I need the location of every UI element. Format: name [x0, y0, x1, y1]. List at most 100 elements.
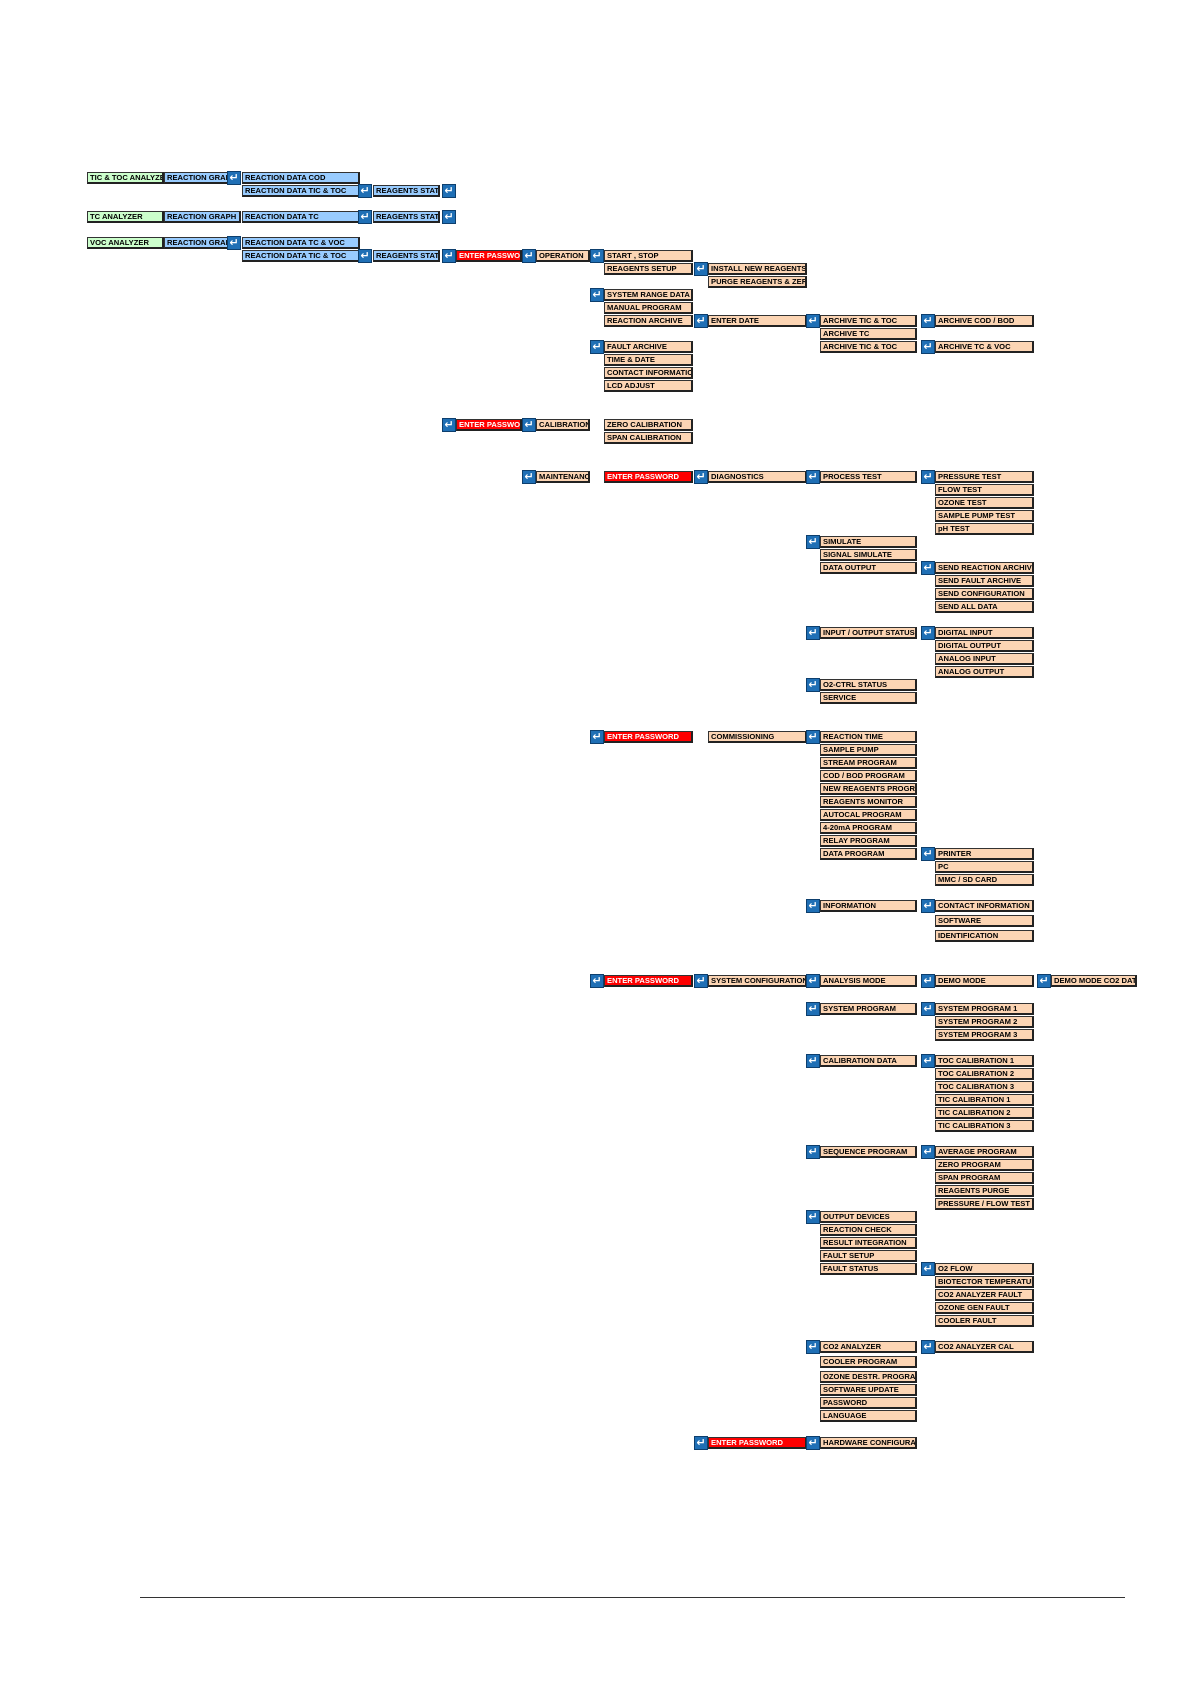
menu-box-reaction-data-tic-toc: REACTION DATA TIC & TOC [242, 250, 360, 262]
menu-box-tic-calibration-1: TIC CALIBRATION 1 [935, 1094, 1034, 1106]
menu-box-password: PASSWORD [820, 1397, 917, 1409]
enter-key-icon: ↵ [590, 730, 604, 744]
menu-box-stream-program: STREAM PROGRAM [820, 757, 917, 769]
enter-key-icon: ↵ [921, 1145, 935, 1159]
menu-box-contact-information: CONTACT INFORMATION [935, 900, 1034, 912]
menu-box-ph-test: pH TEST [935, 523, 1034, 535]
menu-box-reaction-data-tc-voc: REACTION DATA TC & VOC [242, 237, 360, 249]
enter-key-icon: ↵ [806, 535, 820, 549]
menu-box-reaction-time: REACTION TIME [820, 731, 917, 743]
menu-box-analysis-mode: ANALYSIS MODE [820, 975, 917, 987]
menu-box-reagents-status: REAGENTS STATUS [373, 211, 440, 223]
menu-box-tic-calibration-2: TIC CALIBRATION 2 [935, 1107, 1034, 1119]
menu-box-sample-pump-test: SAMPLE PUMP TEST [935, 510, 1034, 522]
menu-box-contact-information: CONTACT INFORMATION [604, 367, 693, 379]
menu-box-send-fault-archive: SEND FAULT ARCHIVE [935, 575, 1034, 587]
menu-box-digital-output: DIGITAL OUTPUT [935, 640, 1034, 652]
enter-key-icon: ↵ [522, 470, 536, 484]
enter-key-icon: ↵ [227, 236, 241, 250]
menu-box-voc-analyzer: VOC ANALYZER [87, 237, 164, 249]
menu-box-archive-tic-toc: ARCHIVE TIC & TOC [820, 341, 917, 353]
menu-box-biotector-temperature: BIOTECTOR TEMPERATURE [935, 1276, 1034, 1288]
menu-box-analog-output: ANALOG OUTPUT [935, 666, 1034, 678]
menu-box-time-date: TIME & DATE [604, 354, 693, 366]
menu-box-language: LANGUAGE [820, 1410, 917, 1422]
enter-key-icon: ↵ [358, 249, 372, 263]
menu-box-tic-toc-analyzer: TIC & TOC ANALYZER [87, 172, 164, 184]
enter-key-icon: ↵ [442, 210, 456, 224]
menu-box-system-program-2: SYSTEM PROGRAM 2 [935, 1016, 1034, 1028]
menu-box-enter-password: ENTER PASSWORD [456, 250, 522, 262]
menu-box-software: SOFTWARE [935, 915, 1034, 927]
enter-key-icon: ↵ [806, 1210, 820, 1224]
menu-box-mmc-sd-card: MMC / SD CARD [935, 874, 1034, 886]
menu-box-cooler-program: COOLER PROGRAM [820, 1356, 917, 1368]
menu-box-zero-program: ZERO PROGRAM [935, 1159, 1034, 1171]
menu-box-digital-input: DIGITAL INPUT [935, 627, 1034, 639]
menu-box-toc-calibration-3: TOC CALIBRATION 3 [935, 1081, 1034, 1093]
menu-box-tic-calibration-3: TIC CALIBRATION 3 [935, 1120, 1034, 1132]
enter-key-icon: ↵ [442, 184, 456, 198]
enter-key-icon: ↵ [921, 847, 935, 861]
menu-box-reaction-data-cod: REACTION DATA COD [242, 172, 360, 184]
enter-key-icon: ↵ [806, 470, 820, 484]
enter-key-icon: ↵ [694, 974, 708, 988]
menu-box-purge-reagents-zero: PURGE REAGENTS & ZERO [708, 276, 807, 288]
enter-key-icon: ↵ [806, 1340, 820, 1354]
enter-key-icon: ↵ [806, 1002, 820, 1016]
enter-key-icon: ↵ [590, 288, 604, 302]
enter-key-icon: ↵ [806, 314, 820, 328]
menu-box-process-test: PROCESS TEST [820, 471, 917, 483]
enter-key-icon: ↵ [442, 418, 456, 432]
menu-box-analog-input: ANALOG INPUT [935, 653, 1034, 665]
enter-key-icon: ↵ [442, 249, 456, 263]
menu-box-tc-analyzer: TC ANALYZER [87, 211, 164, 223]
menu-box-output-devices: OUTPUT DEVICES [820, 1211, 917, 1223]
menu-box-data-program: DATA PROGRAM [820, 848, 917, 860]
menu-box-system-program-3: SYSTEM PROGRAM 3 [935, 1029, 1034, 1041]
menu-box-enter-password: ENTER PASSWORD [456, 419, 522, 431]
menu-box-pressure-test: PRESSURE TEST [935, 471, 1034, 483]
enter-key-icon: ↵ [806, 626, 820, 640]
enter-key-icon: ↵ [921, 314, 935, 328]
menu-box-start-stop: START , STOP [604, 250, 693, 262]
menu-box-send-reaction-archive: SEND REACTION ARCHIVE [935, 562, 1034, 574]
menu-box-reaction-data-tic-toc: REACTION DATA TIC & TOC [242, 185, 360, 197]
menu-box-manual-program: MANUAL PROGRAM [604, 302, 693, 314]
menu-box-data-output: DATA OUTPUT [820, 562, 917, 574]
menu-box-enter-password: ENTER PASSWORD [604, 731, 693, 743]
menu-box-archive-tc-voc: ARCHIVE TC & VOC [935, 341, 1034, 353]
enter-key-icon: ↵ [590, 249, 604, 263]
enter-key-icon: ↵ [921, 340, 935, 354]
enter-key-icon: ↵ [921, 1054, 935, 1068]
enter-key-icon: ↵ [806, 1145, 820, 1159]
menu-box-archive-tic-toc: ARCHIVE TIC & TOC [820, 315, 917, 327]
menu-box-sequence-program: SEQUENCE PROGRAM [820, 1146, 917, 1158]
enter-key-icon: ↵ [358, 210, 372, 224]
menu-box-send-all-data: SEND ALL DATA [935, 601, 1034, 613]
enter-key-icon: ↵ [590, 974, 604, 988]
menu-box-lcd-adjust: LCD ADJUST [604, 380, 693, 392]
enter-key-icon: ↵ [806, 1054, 820, 1068]
enter-key-icon: ↵ [806, 974, 820, 988]
menu-box-ozone-gen-fault: OZONE GEN FAULT [935, 1302, 1034, 1314]
menu-box-demo-mode: DEMO MODE [935, 975, 1034, 987]
menu-box-service: SERVICE [820, 692, 917, 704]
enter-key-icon: ↵ [806, 1436, 820, 1450]
menu-box-software-update: SOFTWARE UPDATE [820, 1384, 917, 1396]
menu-box-ozone-destr-program: OZONE DESTR. PROGRAM [820, 1371, 917, 1383]
menu-box-signal-simulate: SIGNAL SIMULATE [820, 549, 917, 561]
menu-box-reagents-status: REAGENTS STATUS [373, 250, 440, 262]
menu-box-o2-ctrl-status: O2-CTRL STATUS [820, 679, 917, 691]
enter-key-icon: ↵ [921, 1340, 935, 1354]
menu-box-printer: PRINTER [935, 848, 1034, 860]
menu-box-result-integration: RESULT INTEGRATION [820, 1237, 917, 1249]
enter-key-icon: ↵ [227, 171, 241, 185]
menu-box-system-range-data: SYSTEM RANGE DATA [604, 289, 693, 301]
menu-box-ozone-test: OZONE TEST [935, 497, 1034, 509]
enter-key-icon: ↵ [921, 899, 935, 913]
menu-box-archive-cod-bod: ARCHIVE COD / BOD [935, 315, 1034, 327]
enter-key-icon: ↵ [522, 418, 536, 432]
menu-box-toc-calibration-1: TOC CALIBRATION 1 [935, 1055, 1034, 1067]
